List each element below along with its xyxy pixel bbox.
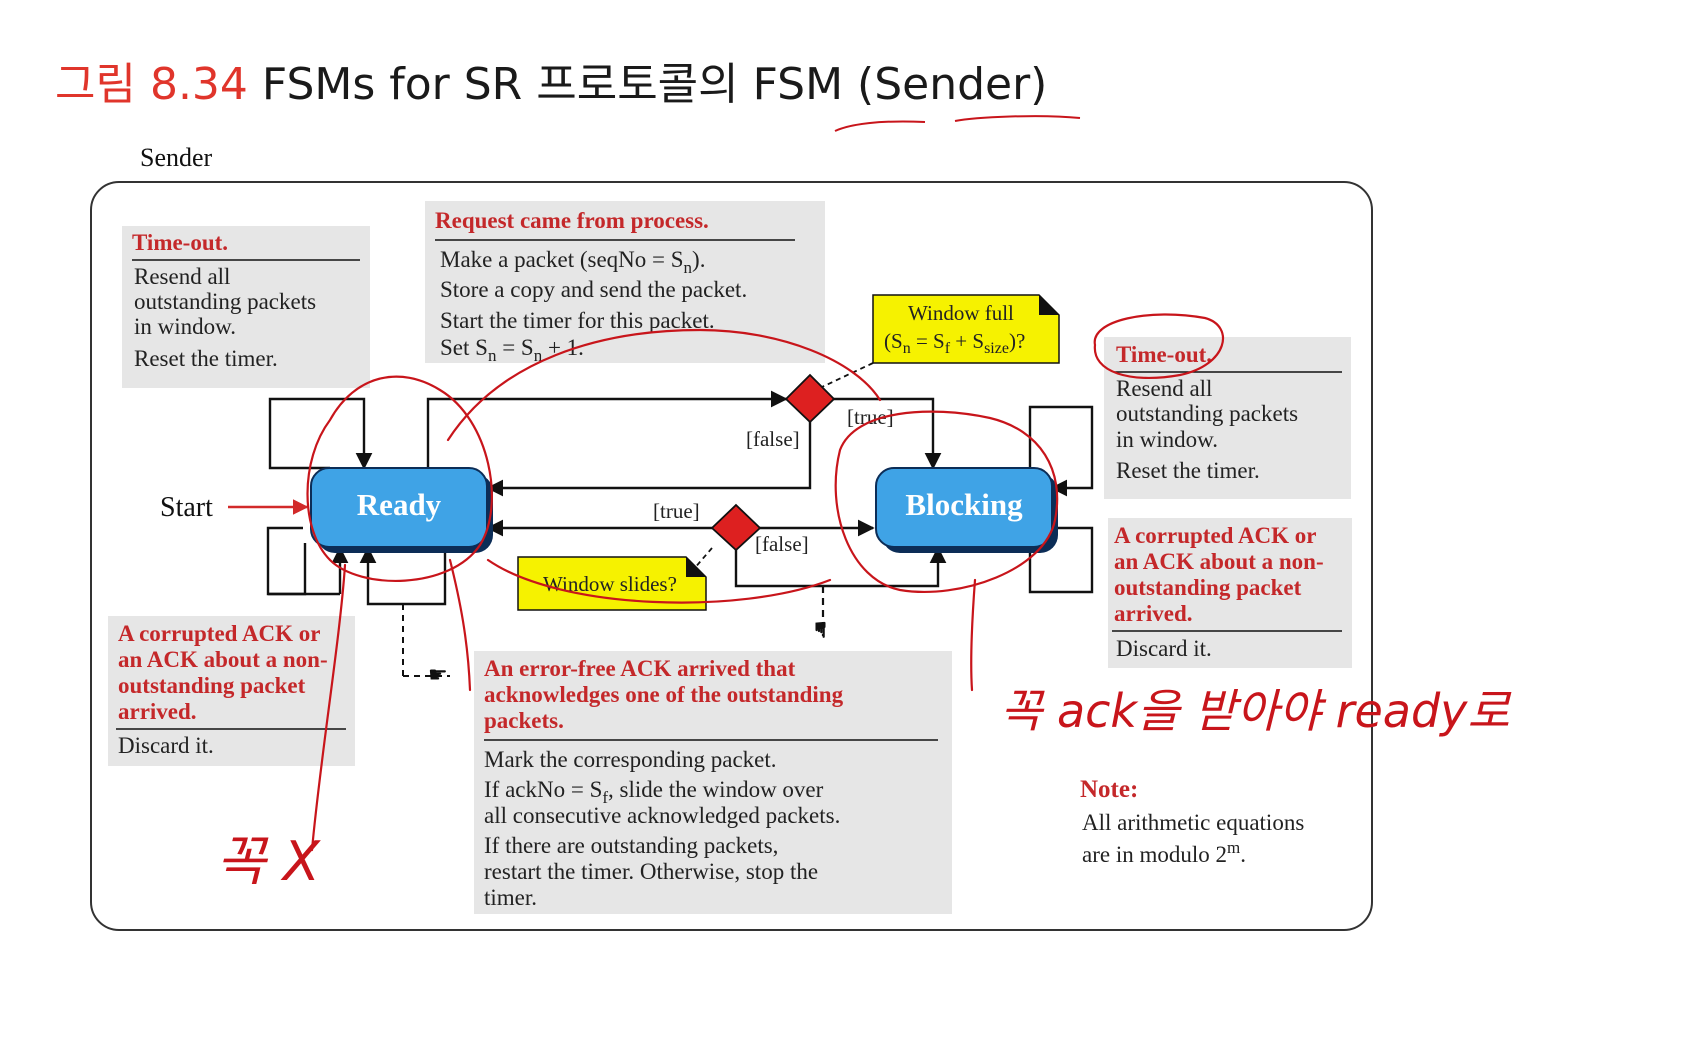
ink-underline-fsm [834,120,926,132]
svg-text:Set Sn = Sn + 1.: Set Sn = Sn + 1. [440,335,584,365]
timeout-right-note: Time-out. Resend all outstanding packets… [1104,337,1351,499]
ink-curve-top [446,328,882,442]
svg-text:Mark the corresponding packet.: Mark the corresponding packet. [484,747,777,772]
svg-text:Window full: Window full [908,301,1014,325]
svg-text:Start the timer for this packe: Start the timer for this packet. [440,308,715,333]
svg-text:Window slides?: Window slides? [543,572,677,596]
svg-text:all consecutive acknowledged p: all consecutive acknowledged packets. [484,803,840,828]
ink-curve-bottom [486,558,832,604]
blocking-timeout-loop [1028,405,1094,497]
diagram-frame [90,181,1373,931]
timeout-left-note: Time-out. Resend all outstanding packets… [122,226,370,388]
svg-text:Discard it.: Discard it. [1116,636,1212,661]
svg-text:Resend all: Resend all [1116,376,1212,401]
svg-text:restart the timer. Otherwise,: restart the timer. Otherwise, stop the [484,859,818,884]
svg-text:All arithmetic equations: All arithmetic equations [1082,810,1304,835]
svg-text:[false]: [false] [746,427,800,451]
window-slides-note: Window slides? [517,556,707,611]
svg-text:If there are outstanding packe: If there are outstanding packets, [484,833,778,858]
svg-text:A corrupted ACK or: A corrupted ACK or [1114,523,1317,548]
svg-text:If ackNo = Sf, slide the windo: If ackNo = Sf, slide the window over [484,777,824,807]
ink-underline-sender [954,115,1081,122]
svg-text:[false]: [false] [755,532,809,556]
start-label: Start [160,492,213,523]
svg-text:A corrupted ACK or: A corrupted ACK or [118,621,321,646]
ink-note-left: 꼭 X [216,830,321,893]
svg-text:An error-free ACK arrived that: An error-free ACK arrived that [484,656,796,681]
window-full-true [834,397,942,470]
blocking-label: Blocking [905,487,1023,522]
window-full-note: Window full (Sn = Sf + Ssize)? [872,294,1060,364]
svg-text:(Sn = Sf + Ssize)?: (Sn = Sf + Ssize)? [884,329,1025,357]
svg-text:in window.: in window. [134,314,236,339]
blocking-corrupted-loop [1028,526,1094,594]
corrupted-ack-right-note: A corrupted ACK or an ACK about a non- o… [1108,518,1352,668]
sender-heading: Sender [140,143,213,172]
svg-text:Store a copy and send the pack: Store a copy and send the packet. [440,277,747,302]
ready-ack-loop [359,546,447,606]
svg-text:Discard it.: Discard it. [118,733,214,758]
svg-text:Reset the timer.: Reset the timer. [1116,458,1260,483]
svg-text:[true]: [true] [653,499,700,523]
ink-circle-ready [306,375,493,582]
request-note: Request came from process. Make a packet… [425,201,825,365]
svg-text:in window.: in window. [1116,427,1218,452]
svg-text:outstanding packets: outstanding packets [1116,401,1298,426]
corrupted-ack-left-note: A corrupted ACK or an ACK about a non- o… [108,616,355,766]
window-full-false [486,422,812,497]
svg-text:Note:: Note: [1080,776,1138,803]
window-full-decision [784,373,836,424]
ink-note-right: 꼭 ack을 받아야 ready로 [1000,684,1512,738]
svg-text:Time-out.: Time-out. [1116,342,1212,367]
svg-text:outstanding packet: outstanding packet [1114,575,1302,600]
svg-text:an ACK about a non-: an ACK about a non- [1114,549,1324,574]
ready-timeout-loop [268,397,373,470]
slide-title: 그림 8.34 FSMs for SR 프로토콜의 FSM (Sender) [55,48,1047,112]
ink-line-mid [448,558,472,692]
error-free-ack-note: An error-free ACK arrived that acknowled… [474,651,952,914]
figure-number: 그림 8.34 [55,59,248,110]
request-transition [426,390,788,468]
svg-text:arrived.: arrived. [118,699,197,724]
svg-text:packets.: packets. [484,708,564,733]
ready-label: Ready [357,487,442,522]
svg-text:Resend all: Resend all [134,264,230,289]
svg-text:acknowledges one of the outsta: acknowledges one of the outstanding [484,682,844,707]
svg-text:are in modulo 2m.: are in modulo 2m. [1082,838,1246,867]
window-slides-false [734,546,947,588]
hand-pointer-icon: ☛ [428,662,448,687]
svg-text:Request came from process.: Request came from process. [435,208,709,233]
modulo-note: Note: All arithmetic equations are in mo… [1080,776,1304,867]
svg-text:an ACK about a non-: an ACK about a non- [118,647,328,672]
ink-annotations [306,313,1224,852]
ink-line-left [310,563,347,852]
ink-circle-timeout [1093,313,1224,379]
svg-text:Make a packet (seqNo = Sn).: Make a packet (seqNo = Sn). [440,247,705,277]
window-slides-connector [692,547,713,571]
svg-text:arrived.: arrived. [1114,601,1193,626]
svg-text:timer.: timer. [484,885,537,910]
figure-caption: FSMs for SR 프로토콜의 FSM (Sender) [261,59,1048,110]
ink-circle-blocking [834,410,1059,594]
svg-text:outstanding packet: outstanding packet [118,673,306,698]
ink-line-right [970,578,977,692]
blocking-state: Blocking [875,467,1058,553]
svg-text:outstanding packets: outstanding packets [134,289,316,314]
hand-pointer-icon: ☛ [808,620,833,640]
window-full-connector [804,362,874,396]
svg-text:Reset the timer.: Reset the timer. [134,346,278,371]
svg-text:Time-out.: Time-out. [132,230,228,255]
window-slides-decision [710,503,762,552]
ready-state: Ready [310,467,493,553]
